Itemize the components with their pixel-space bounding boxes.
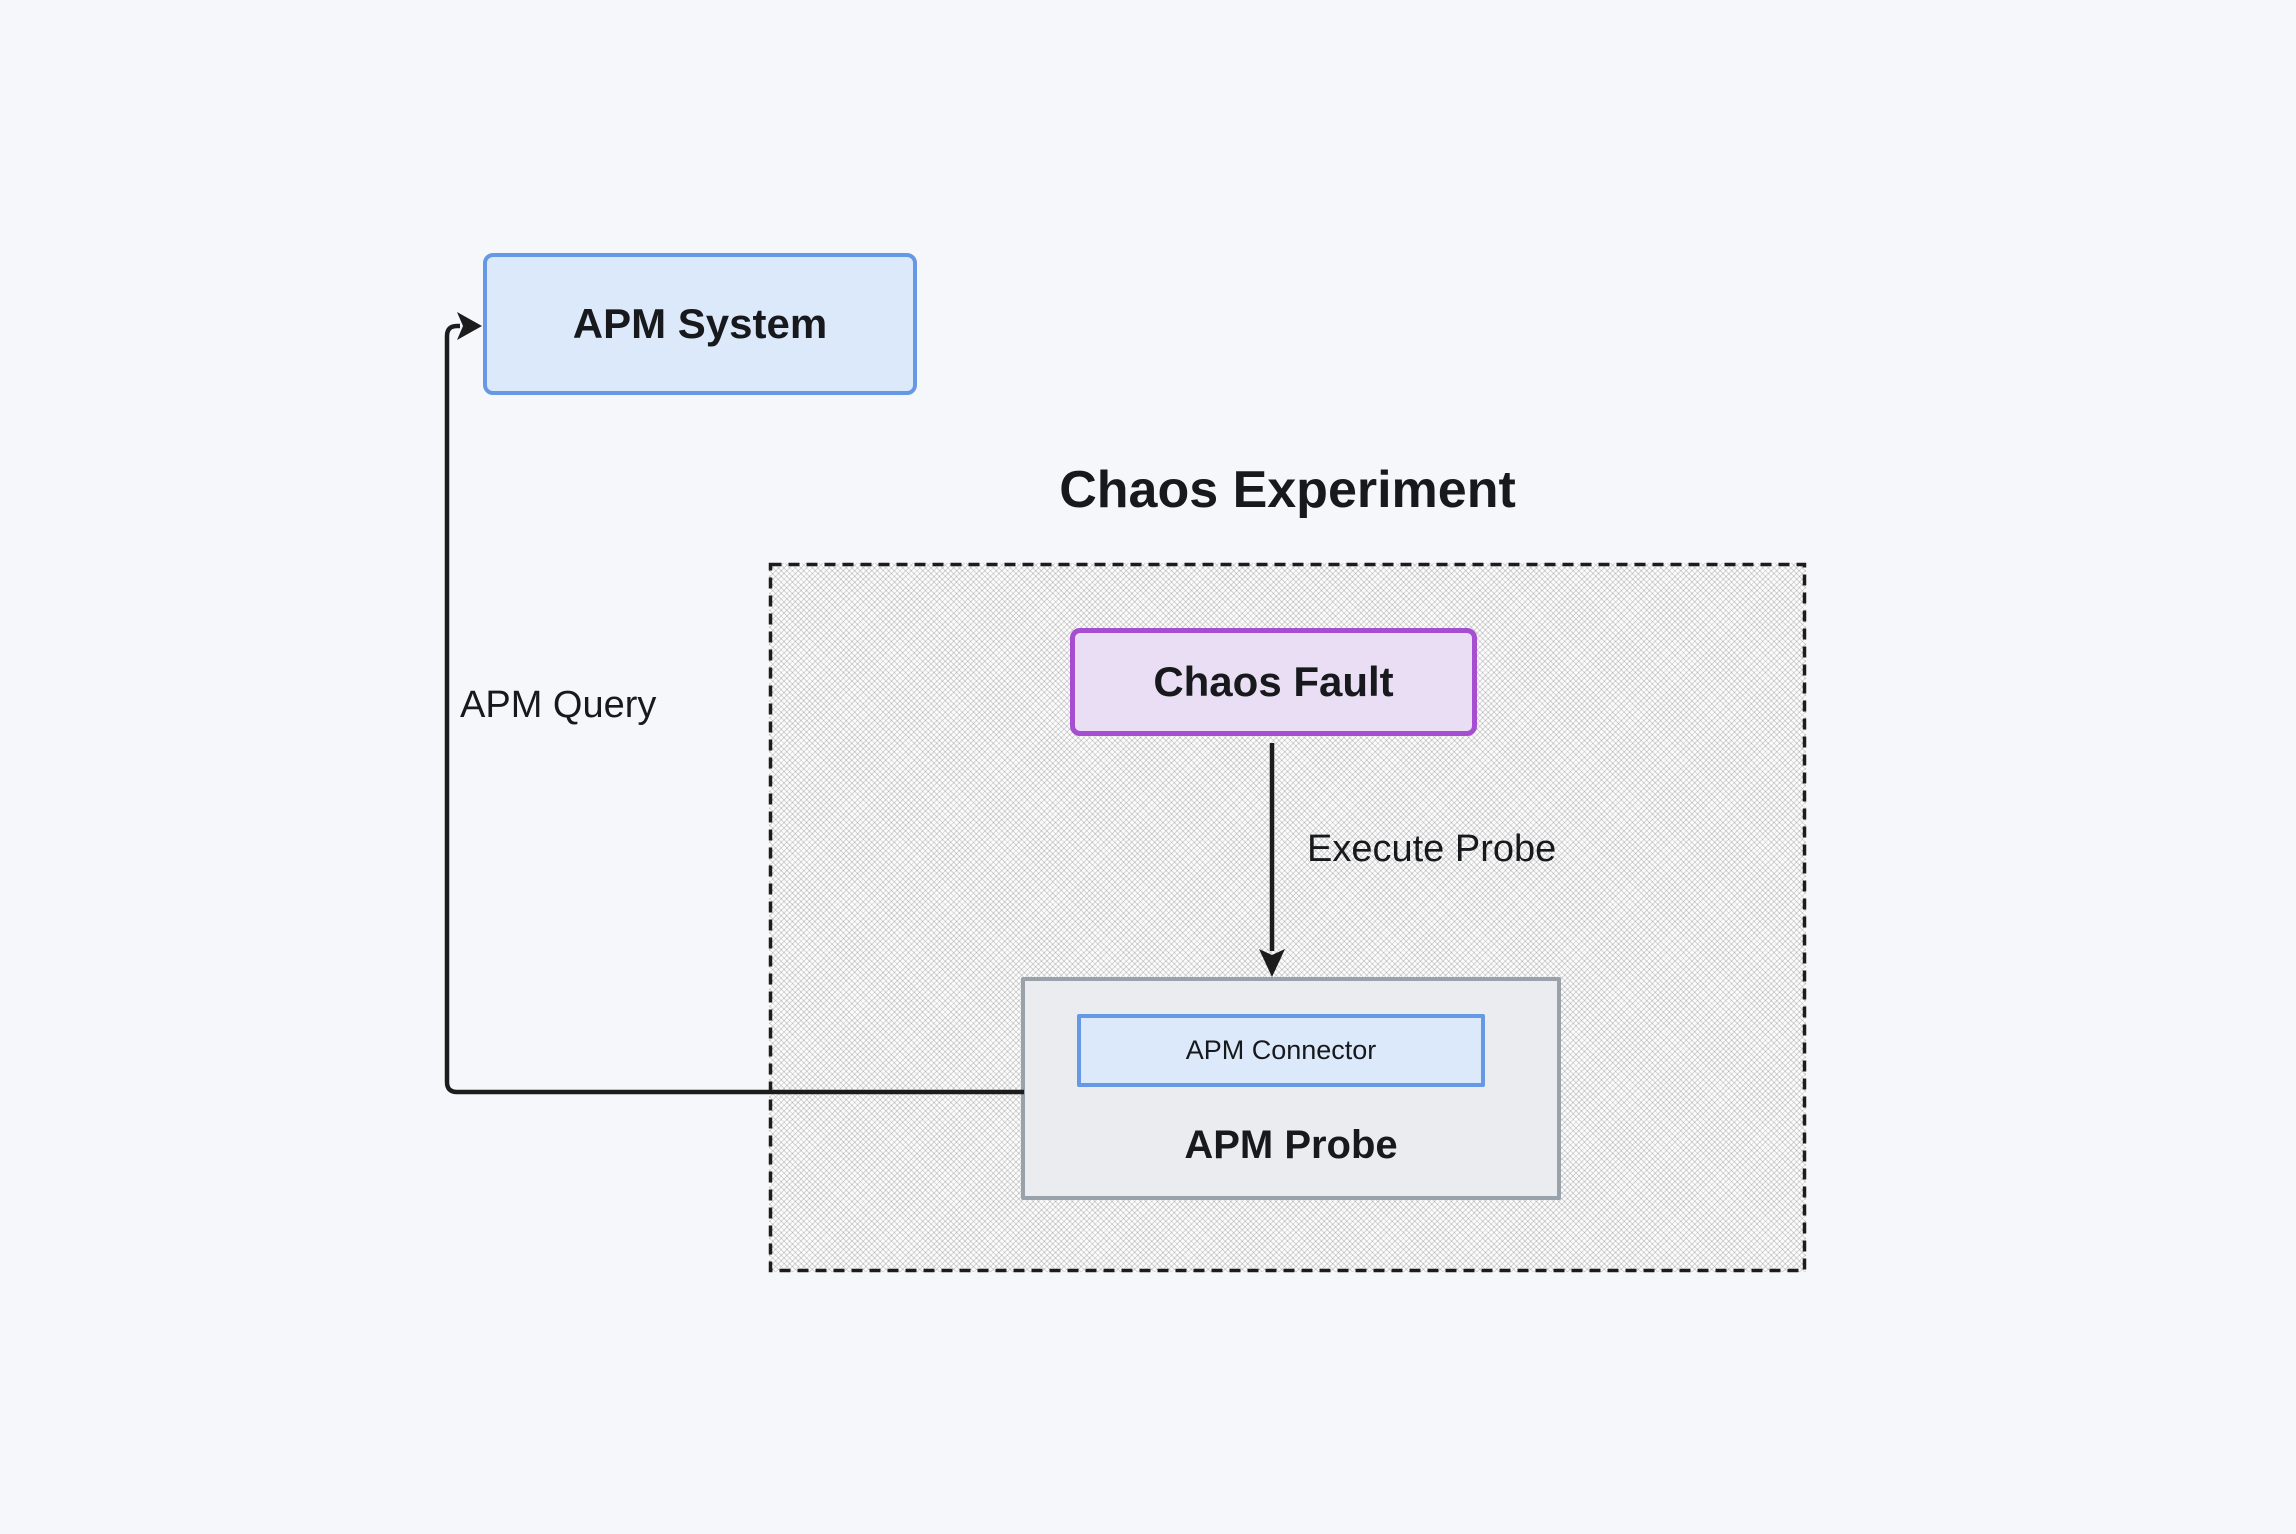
node-apm-system-label: APM System bbox=[572, 300, 828, 347]
node-apm-system: APM System bbox=[483, 253, 917, 395]
node-chaos-fault: Chaos Fault bbox=[1070, 628, 1477, 736]
container-title: Chaos Experiment bbox=[1059, 461, 1516, 519]
edge-label-apm-query: APM Query bbox=[460, 684, 657, 726]
apm-query-arrowhead-icon bbox=[457, 312, 482, 340]
edge-label-execute-probe: Execute Probe bbox=[1307, 828, 1557, 870]
chaos-experiment-container: Chaos Fault Execute Probe APM Connector … bbox=[769, 563, 1806, 1272]
node-apm-connector-label: APM Connector bbox=[1185, 1035, 1377, 1065]
node-chaos-fault-label: Chaos Fault bbox=[1153, 658, 1394, 705]
node-apm-probe: APM Connector APM Probe bbox=[1021, 977, 1561, 1200]
node-apm-probe-label: APM Probe bbox=[1184, 1123, 1398, 1167]
node-apm-connector: APM Connector bbox=[1077, 1014, 1485, 1087]
